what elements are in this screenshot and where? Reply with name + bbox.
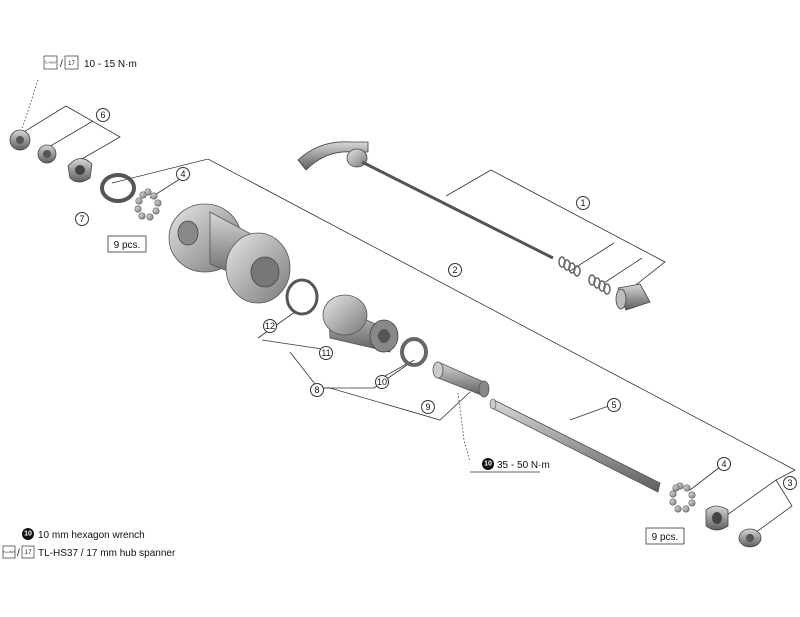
- svg-text:17: 17: [25, 550, 32, 556]
- callout-1: 1: [576, 196, 590, 210]
- svg-text:9 pcs.: 9 pcs.: [652, 532, 679, 543]
- tool-leader-mid: [457, 392, 471, 463]
- left-ball-bearings: [134, 188, 162, 221]
- svg-text:17: 17: [68, 61, 75, 67]
- freehub-body: [322, 294, 399, 353]
- svg-text:9: 9: [425, 402, 430, 412]
- qr-adjusting-nut: [615, 283, 651, 311]
- callout-5: 5: [607, 398, 621, 412]
- callout-7: 7: [75, 212, 89, 226]
- svg-text:4: 4: [721, 459, 726, 469]
- right-locknut: [738, 528, 762, 548]
- hex-wrench-icon: [482, 458, 494, 470]
- hex-wrench-icon: [22, 528, 34, 540]
- callout-11: 11: [319, 346, 333, 360]
- torque-spec-top: TL-HS37 / 17 10 - 15 N·m: [43, 55, 137, 70]
- callout-10: 10: [375, 375, 389, 389]
- callout-12: 12: [263, 319, 277, 333]
- svg-text:5: 5: [611, 400, 616, 410]
- right-ball-bearings: [669, 482, 696, 513]
- tl-hs37-icon: [2, 545, 16, 559]
- parts: [9, 129, 762, 548]
- qr-spring-1: [558, 256, 581, 277]
- spanner-icon: [21, 545, 35, 559]
- svg-text:2: 2: [452, 265, 457, 275]
- svg-text:TL-HS37 / 17 mm hub spanner: TL-HS37 / 17 mm hub spanner: [38, 548, 176, 559]
- svg-text:10: 10: [24, 531, 32, 538]
- svg-text:10: 10: [377, 377, 387, 387]
- callout-4-left: 4: [176, 167, 190, 181]
- note-bearings-left: 9 pcs.: [107, 235, 147, 253]
- legend-hex: 10 10 mm hexagon wrench: [22, 528, 145, 541]
- svg-text:/: /: [60, 59, 63, 70]
- svg-text:10: 10: [484, 461, 492, 468]
- svg-text:6: 6: [100, 110, 105, 120]
- tl-hs37-icon: [43, 55, 58, 70]
- hub-body: [168, 203, 291, 304]
- svg-text:10 mm hexagon wrench: 10 mm hexagon wrench: [38, 530, 145, 541]
- svg-text:7: 7: [79, 214, 84, 224]
- hub-axle: [489, 398, 661, 493]
- right-cone: [705, 505, 729, 531]
- left-cone: [67, 158, 93, 183]
- left-spacer: [37, 144, 57, 164]
- svg-text:TL-HS37: TL-HS37: [3, 550, 15, 554]
- svg-text:11: 11: [321, 348, 330, 358]
- lock-ring: [285, 278, 319, 316]
- svg-text:1: 1: [580, 198, 585, 208]
- callout-9: 9: [421, 400, 435, 414]
- tool-leader-top: [19, 79, 39, 134]
- callout-4-right: 4: [717, 457, 731, 471]
- left-dust-seal: [100, 173, 136, 203]
- svg-text:3: 3: [787, 478, 792, 488]
- callout-8: 8: [310, 383, 324, 397]
- legend-spanner: TL-HS37 / 17 TL-HS37 / 17 mm hub spanner: [2, 545, 176, 559]
- note-bearings-right: 9 pcs.: [645, 527, 685, 545]
- leader-lines: [21, 105, 796, 539]
- svg-text:8: 8: [314, 385, 319, 395]
- spanner-icon: [64, 55, 79, 70]
- svg-text:/: /: [17, 548, 20, 559]
- torque-spec-mid: 10 35 - 50 N·m: [470, 458, 550, 473]
- quick-release: [297, 141, 651, 311]
- svg-text:12: 12: [265, 321, 275, 331]
- svg-text:4: 4: [180, 169, 185, 179]
- legend: 10 10 mm hexagon wrench TL-HS37 / 17 TL-…: [2, 528, 176, 559]
- svg-text:TL-HS37: TL-HS37: [44, 61, 56, 65]
- svg-text:35 - 50 N·m: 35 - 50 N·m: [497, 460, 550, 471]
- svg-text:9 pcs.: 9 pcs.: [114, 240, 141, 251]
- left-locknut: [9, 129, 31, 151]
- axle-sleeve: [432, 361, 490, 398]
- callout-2: 2: [448, 263, 462, 277]
- callout-6: 6: [96, 108, 110, 122]
- spacer-washer: [400, 337, 428, 367]
- callout-3: 3: [783, 476, 797, 490]
- svg-text:10 - 15 N·m: 10 - 15 N·m: [84, 59, 137, 70]
- qr-spring-2: [588, 274, 611, 295]
